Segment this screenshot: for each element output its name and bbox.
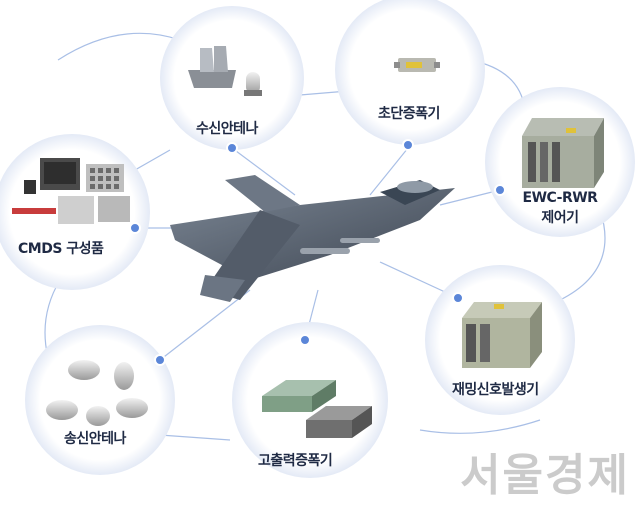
label-ewc-rwr-line2: 제어기: [541, 210, 579, 226]
jamming-generator-image: [462, 302, 542, 368]
cmds-image: [12, 158, 130, 224]
label-ewc-rwr-line1: EWC-RWR: [522, 190, 598, 206]
high-power-amplifier-image: [262, 380, 372, 438]
receive-antenna-image: [188, 46, 262, 96]
circle-transmit-antenna: [25, 325, 175, 475]
transmit-antenna-image: [46, 360, 148, 426]
label-jamming-generator: 재밍신호발생기: [452, 382, 539, 398]
label-receive-antenna: 수신안테나: [196, 121, 258, 137]
label-ultrashort-amplifier: 초단증폭기: [378, 106, 440, 122]
ewc-rwr-image: [522, 118, 604, 188]
fighter-jet-image: [170, 175, 455, 302]
label-cmds: CMDS 구성품: [18, 241, 104, 257]
label-high-power-amplifier: 고출력증폭기: [258, 453, 333, 469]
label-transmit-antenna: 송신안테나: [64, 431, 126, 447]
circle-ultrashort-amplifier: [335, 0, 485, 145]
node-dots: [129, 139, 506, 366]
watermark-text: 서울경제: [460, 450, 630, 501]
ultrashort-amplifier-image: [394, 58, 440, 72]
